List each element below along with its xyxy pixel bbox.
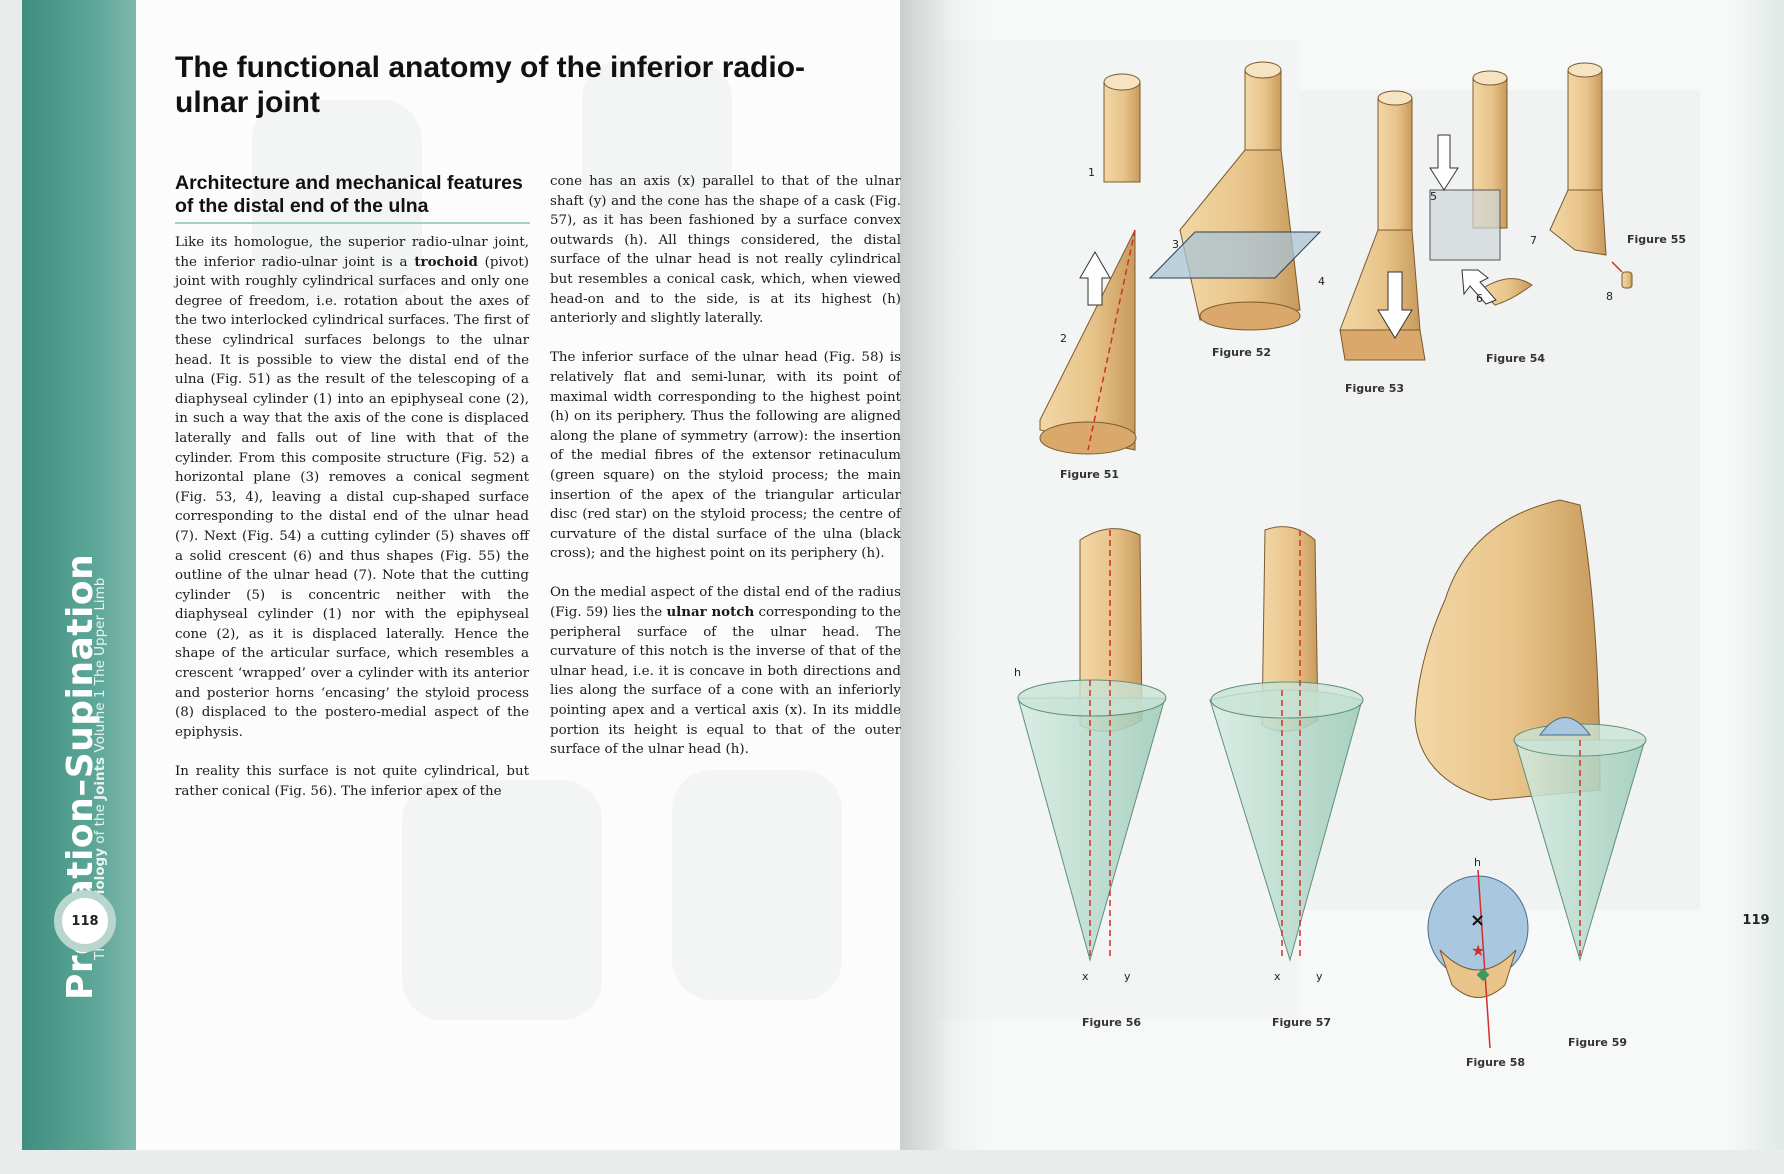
text-column-1: Like its homologue, the superior radio-u… xyxy=(175,233,529,821)
text-column-2: cone has an axis (x) parallel to that of… xyxy=(550,172,901,779)
figure-54: 5 6 Figure 54 xyxy=(1429,70,1545,365)
figure-56-caption: Figure 56 xyxy=(1082,1016,1141,1029)
text-run: corresponding to the peripheral surface … xyxy=(550,605,901,758)
paragraph: In reality this surface is not quite cyl… xyxy=(175,764,529,799)
cone-base xyxy=(1039,421,1137,455)
right-page xyxy=(920,0,1784,1150)
cask-cone xyxy=(1209,689,1363,962)
epiphyseal-cone xyxy=(1039,229,1136,451)
label-2: 2 xyxy=(1060,332,1067,345)
figure-51-caption: Figure 51 xyxy=(1060,468,1119,481)
label-3: 3 xyxy=(1172,238,1179,251)
up-arrow xyxy=(1079,250,1111,306)
figure-52: 3 Figure 52 xyxy=(1148,61,1322,359)
section-heading: Architecture and mechanical features of … xyxy=(175,172,530,224)
paragraph: On the medial aspect of the distal end o… xyxy=(550,583,901,759)
notch-surface xyxy=(1539,717,1591,736)
horizontal-plane xyxy=(1148,231,1322,279)
label-6: 6 xyxy=(1476,292,1483,305)
label-h: h xyxy=(1014,666,1021,679)
bold-term: ulnar notch xyxy=(666,604,755,621)
black-cross: × xyxy=(1470,910,1485,931)
paragraph: Like its homologue, the superior radio-u… xyxy=(175,233,529,742)
text-run: (pivot) joint with roughly cylindrical s… xyxy=(175,254,529,740)
figure-57-caption: Figure 57 xyxy=(1272,1016,1331,1029)
text-run: Like its homologue, the superior radio-u… xyxy=(175,235,529,270)
ghost-illustration xyxy=(582,60,732,220)
green-square xyxy=(1476,968,1490,982)
cone-rim xyxy=(1017,679,1167,717)
figure-52-caption: Figure 52 xyxy=(1212,346,1271,359)
shaft-top xyxy=(1377,90,1413,106)
page-edge xyxy=(1728,0,1784,1150)
styloid-process xyxy=(1621,271,1633,289)
figure-53: 4 Figure 53 xyxy=(1318,90,1426,395)
down-arrow xyxy=(1429,134,1459,191)
ghost-illustration xyxy=(672,770,842,1000)
label-5: 5 xyxy=(1430,190,1437,203)
label-x: x xyxy=(1274,970,1281,983)
ghost-illustration xyxy=(252,100,422,300)
gutter-shadow xyxy=(900,0,990,1150)
cylinder-top xyxy=(1103,73,1141,91)
label-4: 4 xyxy=(1318,275,1325,288)
diagonal-arrow xyxy=(1461,269,1497,305)
pointer-line xyxy=(1611,261,1623,273)
shaft-top xyxy=(1244,61,1282,79)
cone-rim xyxy=(1210,681,1364,719)
label-7: 7 xyxy=(1530,234,1537,247)
figure-59: Figure 59 xyxy=(1414,499,1647,1049)
page-title: The functional anatomy of the inferior r… xyxy=(175,51,806,119)
label-y: y xyxy=(1124,970,1131,983)
conical-segment xyxy=(1339,329,1426,361)
figure-55: 7 8 Figure 55 xyxy=(1530,62,1686,303)
shaft-top xyxy=(1567,62,1603,78)
ulna-shaft xyxy=(1377,97,1413,249)
spine-band xyxy=(22,0,136,1150)
paragraph: The inferior surface of the ulnar head (… xyxy=(550,350,901,562)
figure-59-caption: Figure 59 xyxy=(1568,1036,1627,1049)
figure-57: x y Figure 57 xyxy=(1209,526,1364,1029)
diaphyseal-cylinder xyxy=(1103,81,1141,183)
label-8: 8 xyxy=(1606,290,1613,303)
figure-54-caption: Figure 54 xyxy=(1486,352,1545,365)
text-run: On the medial aspect of the distal end o… xyxy=(550,585,901,621)
ulnar-head xyxy=(1549,189,1607,256)
ghost-illustration xyxy=(402,780,602,1020)
symmetry-axis xyxy=(1477,869,1491,1049)
articular-cone xyxy=(1017,697,1166,962)
label-1: 1 xyxy=(1088,166,1095,179)
down-arrow xyxy=(1377,271,1413,339)
figure-58-caption: Figure 58 xyxy=(1466,1056,1525,1069)
cone-base xyxy=(1199,301,1301,331)
bold-term: trochoid xyxy=(414,253,478,270)
page-number-right: 119 xyxy=(1742,912,1770,928)
page-number-left: 118 xyxy=(54,890,116,952)
figure-53-caption: Figure 53 xyxy=(1345,382,1404,395)
red-star: ★ xyxy=(1471,941,1485,960)
label-h: h xyxy=(1474,856,1481,869)
cutting-cylinder xyxy=(1429,189,1501,261)
cone-axis xyxy=(1087,229,1136,451)
figure-58: × ★ h Figure 58 xyxy=(1427,856,1529,1069)
figure-56: h x y Figure 56 xyxy=(1014,528,1167,1029)
shaft-top xyxy=(1472,70,1508,86)
left-page xyxy=(22,0,922,1150)
figure-51: 1 2 Figure 51 xyxy=(1039,73,1141,481)
figure-55-caption: Figure 55 xyxy=(1627,233,1686,246)
label-x: x xyxy=(1082,970,1089,983)
paragraph: cone has an axis (x) parallel to that of… xyxy=(550,174,901,327)
label-y: y xyxy=(1316,970,1323,983)
